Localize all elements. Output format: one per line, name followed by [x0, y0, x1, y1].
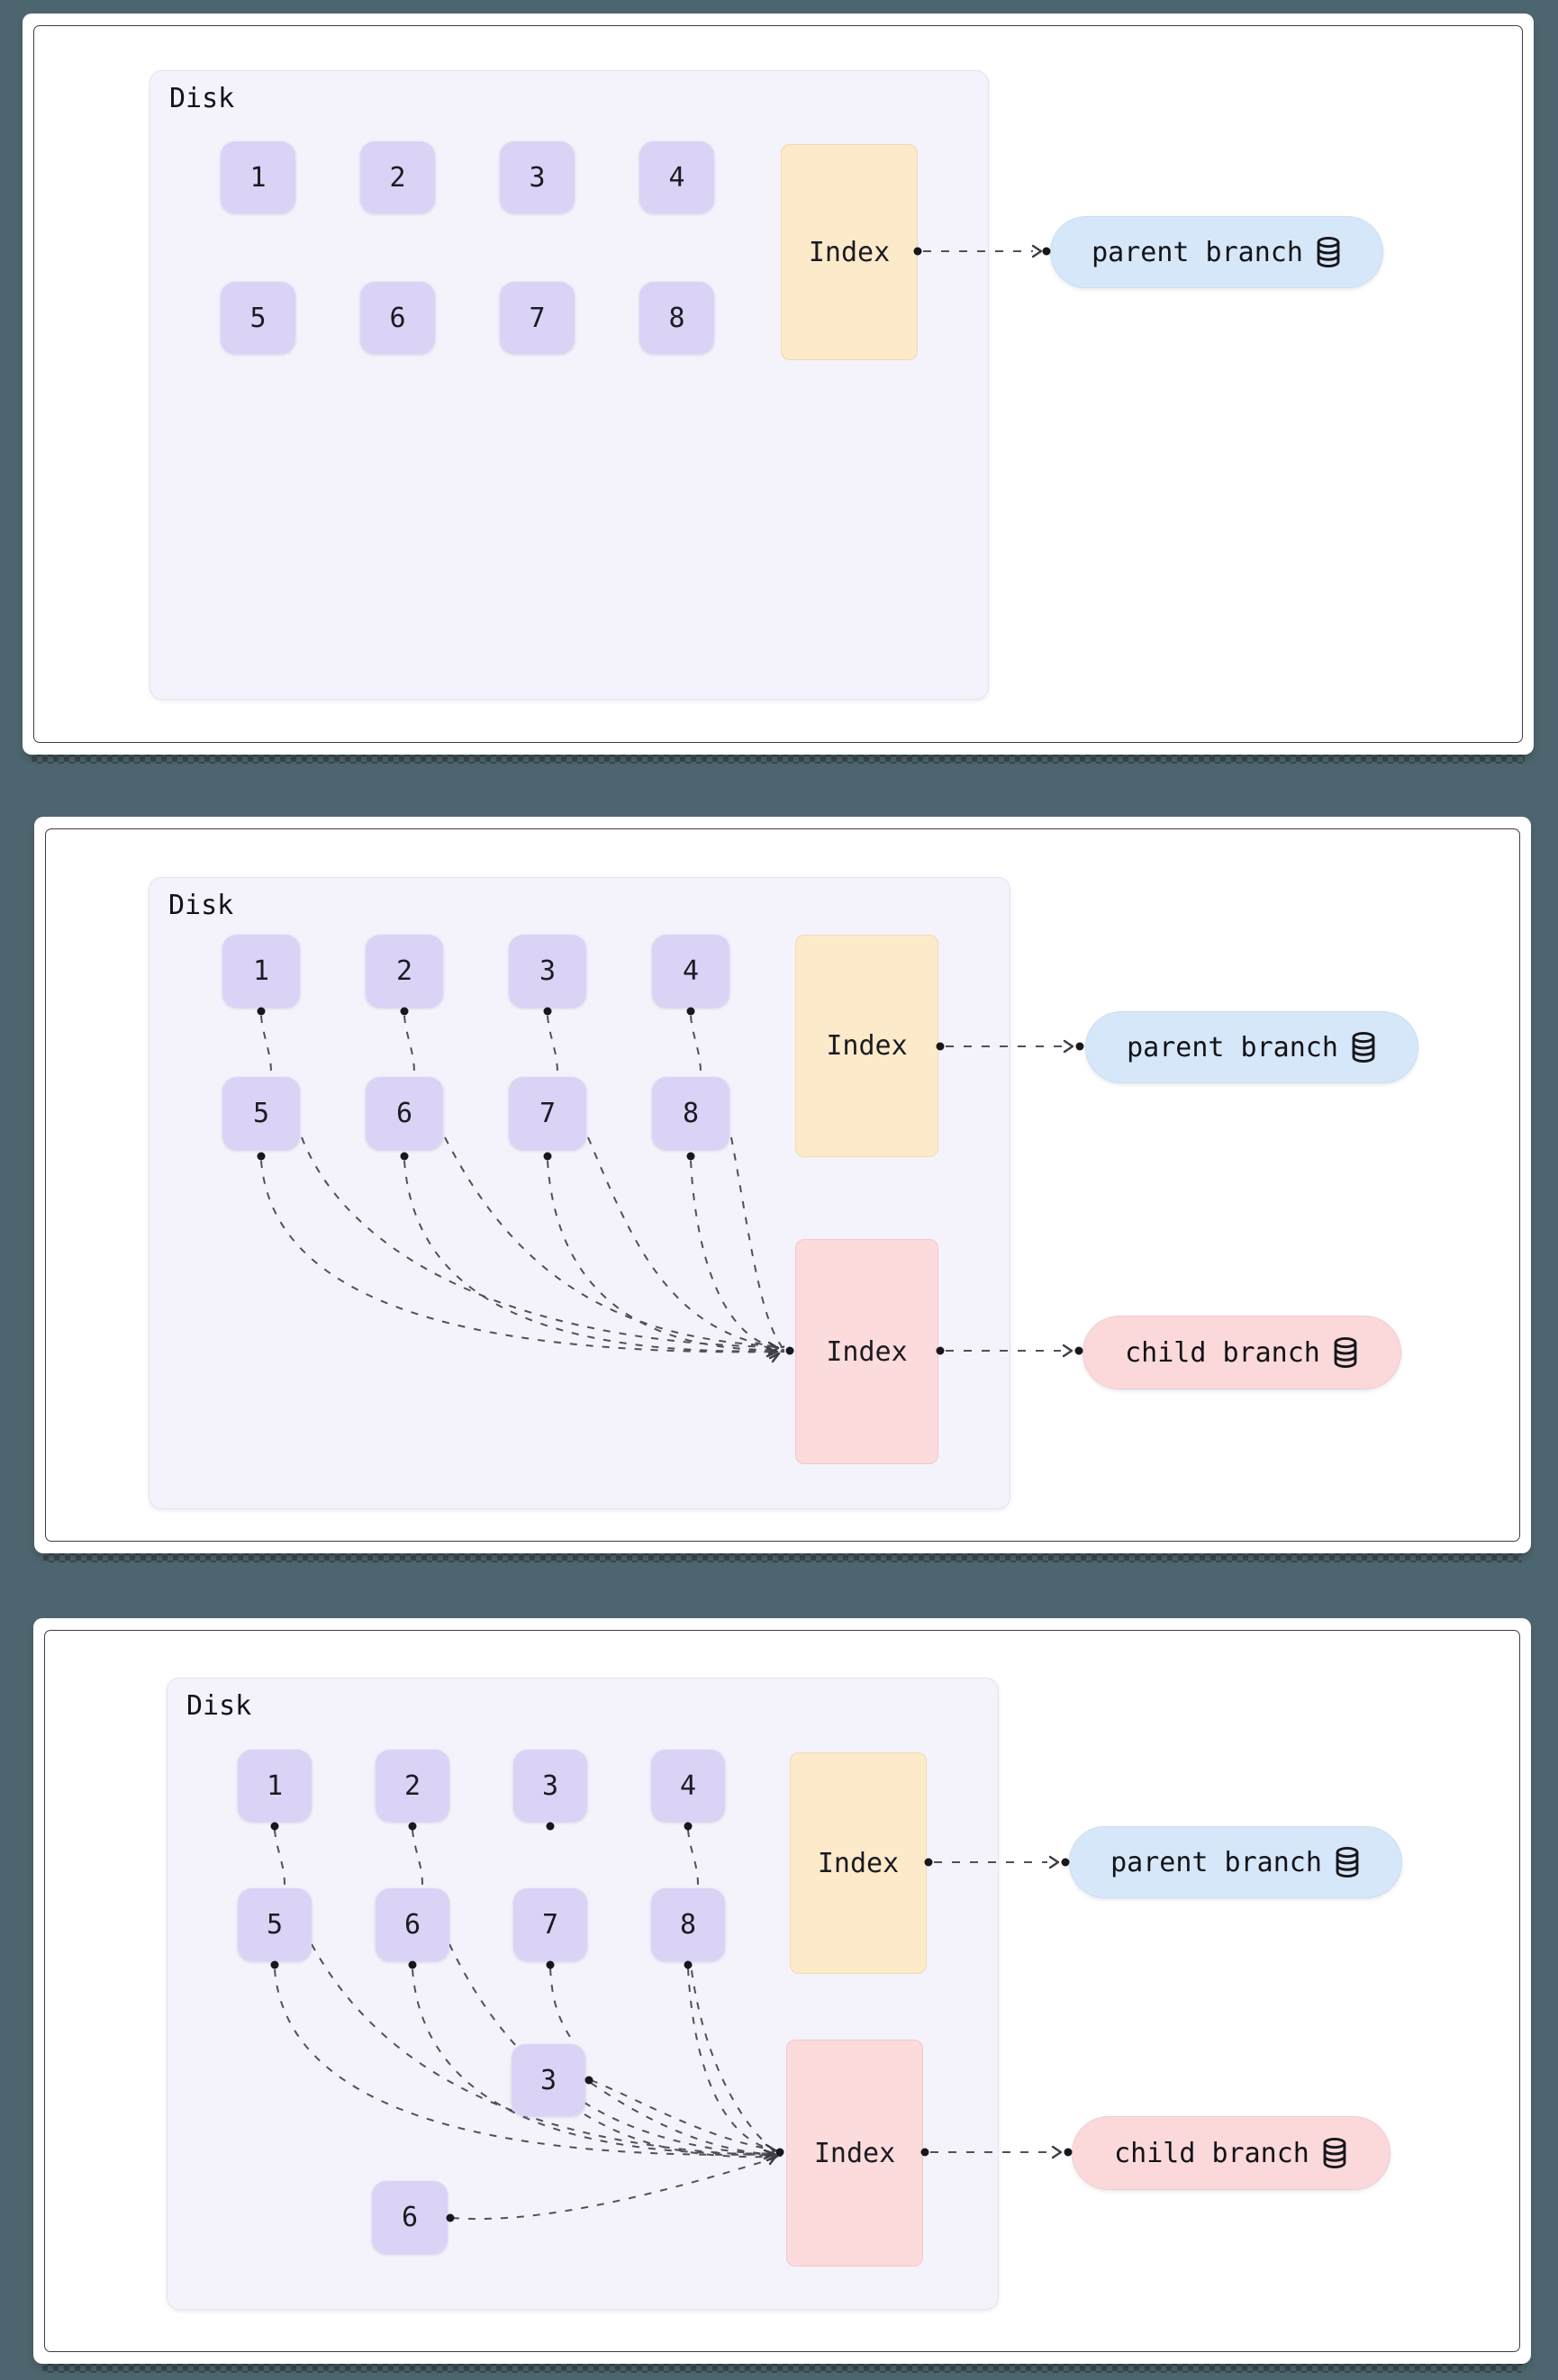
panel-1: Disk 1 2 3 4 5 6 7 8 Index parent branch — [23, 14, 1534, 755]
disk-block: 6 — [360, 282, 435, 354]
child-branch-pill: child branch — [1082, 1316, 1401, 1389]
panel-2: Disk 1 2 3 4 5 6 7 8 Index Index parent … — [34, 817, 1531, 1553]
parent-branch-label: parent branch — [1110, 1846, 1322, 1878]
arrowhead-icon — [1048, 1855, 1060, 1869]
disk-block: 5 — [238, 1888, 312, 1961]
disk-block: 3 — [500, 141, 575, 213]
database-icon — [1323, 2138, 1346, 2168]
disk-block: 6 — [376, 1888, 449, 1961]
parent-branch-pill: parent branch — [1069, 1826, 1402, 1898]
child-branch-label: child branch — [1114, 2137, 1309, 2169]
disk-block-new: 3 — [512, 2044, 585, 2116]
database-icon — [1336, 1847, 1359, 1878]
parent-branch-pill: parent branch — [1085, 1011, 1418, 1083]
child-index-box: Index — [795, 1239, 938, 1464]
parent-branch-pill: parent branch — [1050, 216, 1383, 288]
disk-block: 4 — [652, 935, 729, 1008]
disk-block: 2 — [376, 1750, 449, 1822]
database-icon — [1334, 1337, 1357, 1368]
disk-block: 8 — [651, 1888, 725, 1961]
disk-block: 2 — [360, 141, 435, 213]
disk-block: 1 — [238, 1750, 312, 1822]
parent-index-box: Index — [790, 1752, 927, 1974]
disk-block: 5 — [222, 1077, 300, 1150]
panel-3: Disk 1 2 3 4 5 6 7 8 3 6 Index Index par… — [33, 1618, 1531, 2364]
arrowhead-icon — [1051, 2145, 1063, 2159]
child-index-box: Index — [786, 2040, 923, 2267]
disk-block: 2 — [366, 935, 443, 1008]
database-icon — [1352, 1032, 1375, 1063]
arrowhead-icon — [1063, 1039, 1074, 1054]
disk-block: 7 — [509, 1077, 586, 1150]
parent-index-box: Index — [795, 935, 938, 1157]
parent-index-box: Index — [781, 144, 918, 360]
disk-block-new: 6 — [372, 2181, 448, 2254]
arrowhead-icon — [1031, 244, 1043, 258]
disk-block: 7 — [513, 1888, 587, 1961]
child-branch-label: child branch — [1125, 1336, 1320, 1369]
disk-block: 4 — [639, 141, 714, 213]
disk-label: Disk — [186, 1690, 252, 1722]
disk-block: 3 — [513, 1750, 587, 1822]
disk-block: 5 — [221, 282, 295, 354]
disk-block: 1 — [221, 141, 295, 213]
parent-branch-label: parent branch — [1092, 236, 1303, 268]
disk-block: 6 — [366, 1077, 443, 1150]
database-icon — [1317, 237, 1340, 267]
child-branch-pill: child branch — [1072, 2116, 1390, 2190]
disk-block: 7 — [500, 282, 575, 354]
disk-block: 8 — [652, 1077, 729, 1150]
parent-branch-label: parent branch — [1127, 1031, 1338, 1063]
disk-label: Disk — [169, 83, 235, 114]
disk-label: Disk — [168, 890, 234, 921]
arrowhead-icon — [1062, 1344, 1073, 1358]
disk-block: 4 — [651, 1750, 725, 1822]
disk-block: 1 — [222, 935, 300, 1008]
disk-block: 8 — [639, 282, 714, 354]
disk-block: 3 — [509, 935, 586, 1008]
